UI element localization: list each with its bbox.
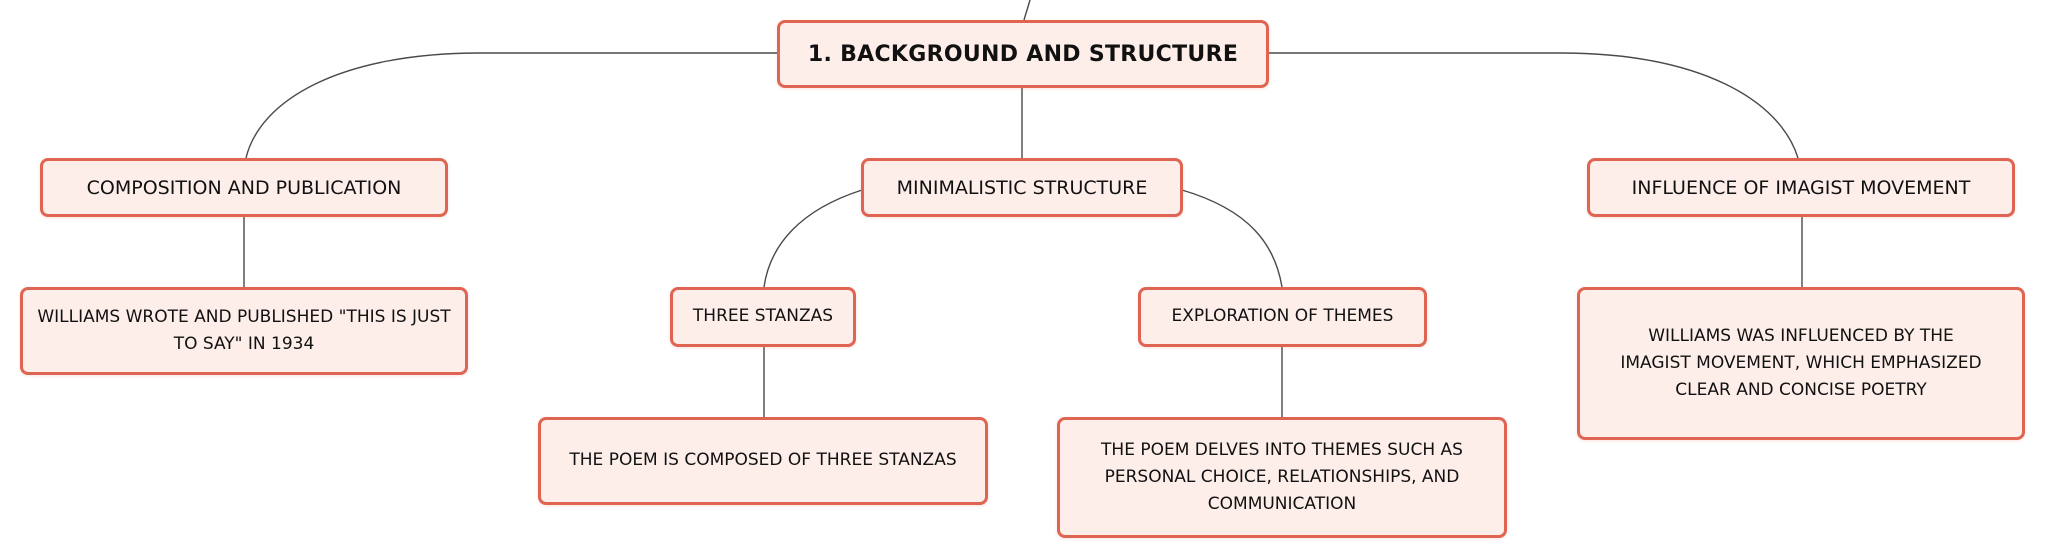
structure-node-label: MINIMALISTIC STRUCTURE bbox=[896, 176, 1148, 199]
composition-node[interactable]: COMPOSITION AND PUBLICATION bbox=[40, 158, 448, 217]
root-node[interactable]: 1. BACKGROUND AND STRUCTURE bbox=[777, 20, 1269, 88]
themes-detail-node[interactable]: THE POEM DELVES INTO THEMES SUCH AS PERS… bbox=[1057, 417, 1507, 538]
composition-detail-node[interactable]: WILLIAMS WROTE AND PUBLISHED "THIS IS JU… bbox=[20, 287, 468, 375]
themes-detail-text: THE POEM DELVES INTO THEMES SUCH AS PERS… bbox=[1101, 439, 1463, 515]
imagism-detail-text: WILLIAMS WAS INFLUENCED BY THE IMAGIST M… bbox=[1620, 325, 1982, 401]
root-node-label: 1. BACKGROUND AND STRUCTURE bbox=[807, 41, 1239, 67]
stanzas-detail-text: THE POEM IS COMPOSED OF THREE STANZAS bbox=[569, 450, 957, 471]
imagism-node[interactable]: INFLUENCE OF IMAGIST MOVEMENT bbox=[1587, 158, 2015, 217]
stanzas-node[interactable]: THREE STANZAS bbox=[670, 287, 856, 347]
structure-node[interactable]: MINIMALISTIC STRUCTURE bbox=[861, 158, 1183, 217]
themes-node[interactable]: EXPLORATION OF THEMES bbox=[1138, 287, 1427, 347]
imagism-node-label: INFLUENCE OF IMAGIST MOVEMENT bbox=[1631, 176, 1971, 199]
connector-root-to-composition bbox=[245, 52, 778, 159]
composition-node-label: COMPOSITION AND PUBLICATION bbox=[86, 176, 402, 199]
connector-structure-to-themes bbox=[1181, 189, 1283, 288]
connector-root-to-imagism bbox=[1268, 52, 1799, 159]
stanzas-detail-node[interactable]: THE POEM IS COMPOSED OF THREE STANZAS bbox=[538, 417, 988, 505]
imagism-detail-node[interactable]: WILLIAMS WAS INFLUENCED BY THE IMAGIST M… bbox=[1577, 287, 2025, 440]
connector-structure-to-stanzas bbox=[763, 189, 863, 288]
stanzas-node-label: THREE STANZAS bbox=[692, 306, 834, 327]
themes-node-label: EXPLORATION OF THEMES bbox=[1171, 306, 1394, 327]
composition-detail-text: WILLIAMS WROTE AND PUBLISHED "THIS IS JU… bbox=[37, 306, 451, 354]
connector-parent-to-root bbox=[1023, 0, 1031, 21]
